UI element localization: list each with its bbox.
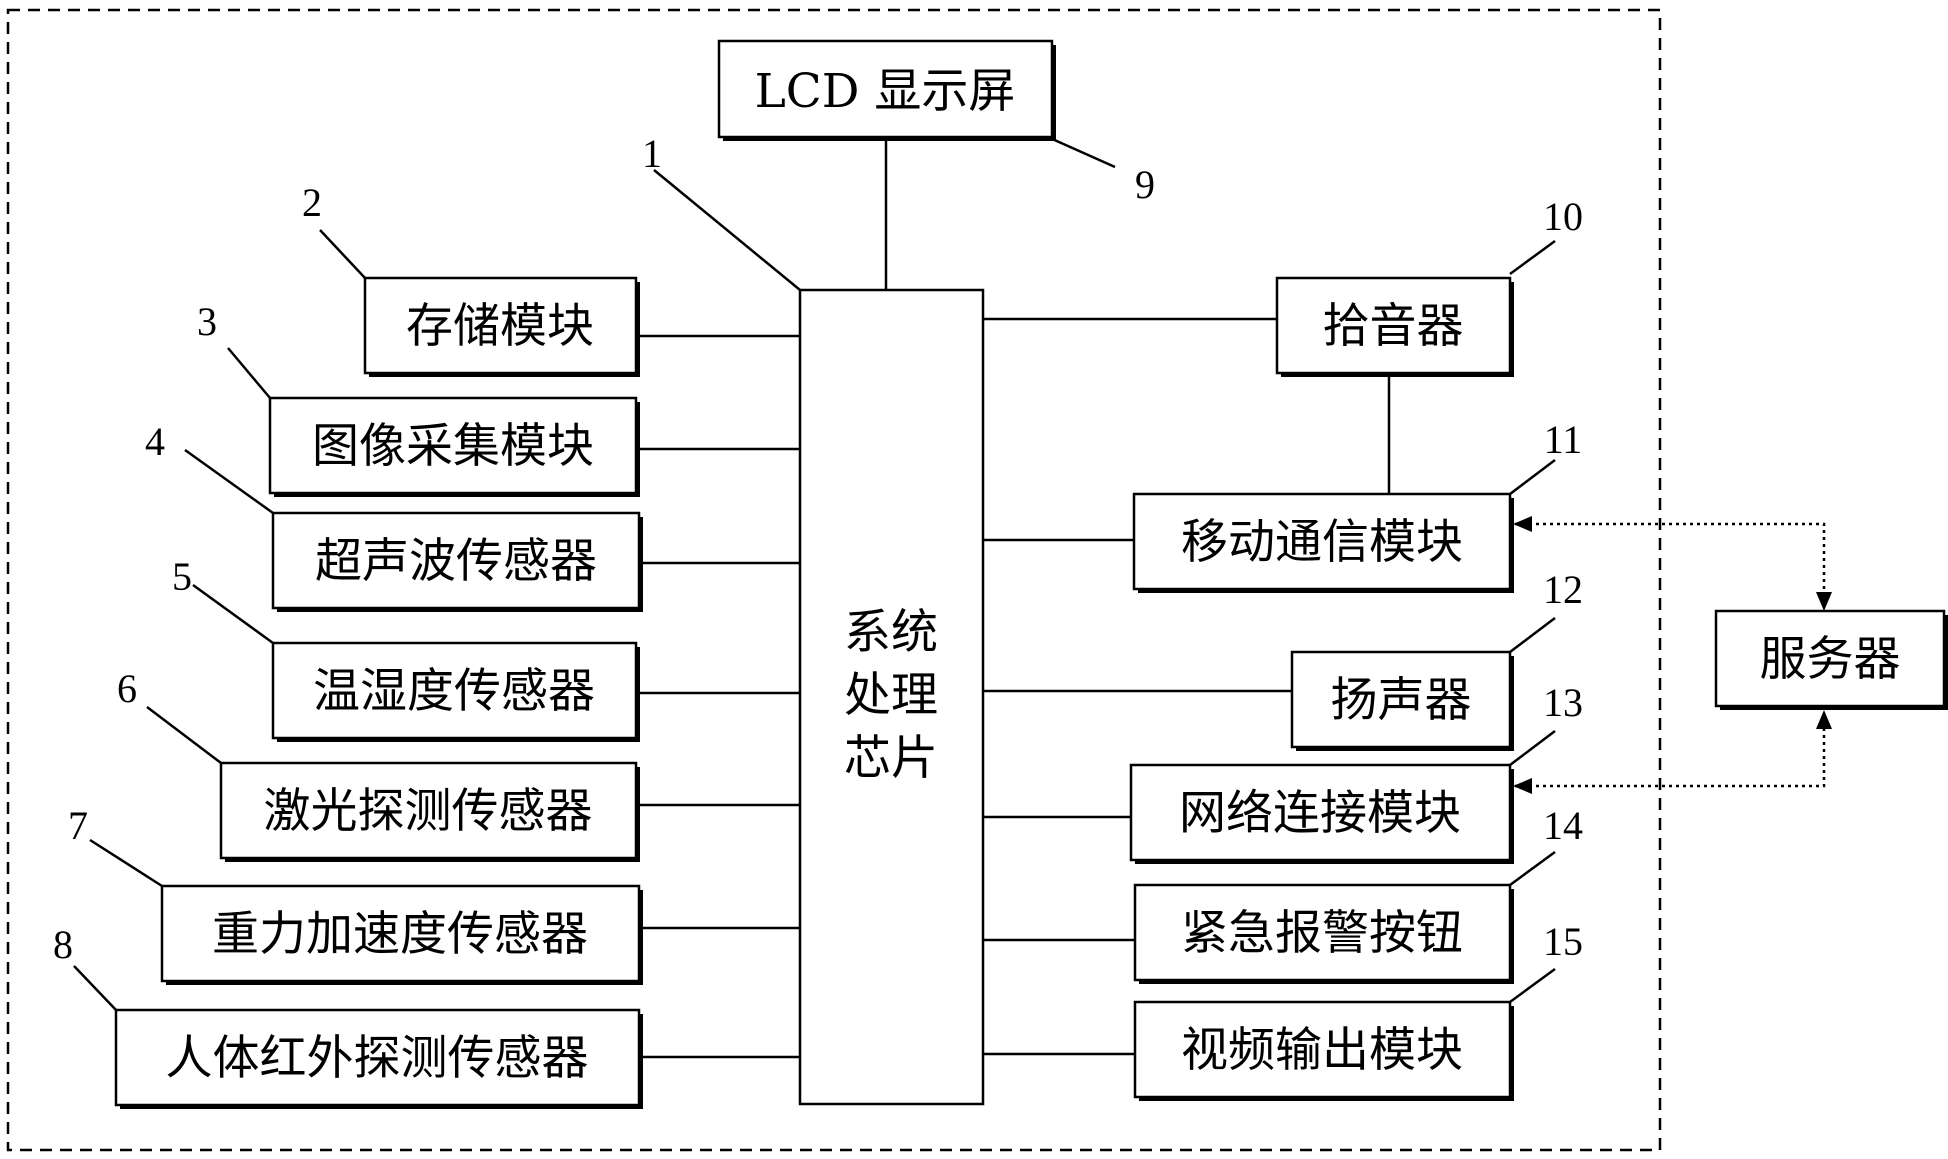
leader-14	[1510, 852, 1555, 885]
infrared-label: 人体红外探测传感器	[166, 1031, 589, 1086]
ref-number-15: 15	[1543, 919, 1583, 964]
chip-label-line2: 处理	[844, 668, 938, 723]
network-module: 网络连接模块	[1131, 765, 1514, 864]
lcd-label: LCD 显示屏	[755, 64, 1016, 119]
leader-2	[320, 230, 365, 278]
ultrasonic-label: 超声波传感器	[315, 534, 597, 589]
leader-4	[185, 450, 273, 513]
leader-13	[1510, 731, 1555, 765]
leader-12	[1510, 618, 1555, 652]
arrow-down-icon	[1816, 592, 1832, 611]
leader-11	[1510, 460, 1555, 494]
mobile-comm-module: 移动通信模块	[1134, 494, 1514, 593]
laser-detection-sensor: 激光探测传感器	[221, 763, 640, 862]
storage-label: 存储模块	[406, 299, 594, 354]
ref-number-2: 2	[302, 180, 322, 225]
ref-number-11: 11	[1544, 417, 1583, 462]
ref-number-13: 13	[1543, 680, 1583, 725]
leader-1	[654, 170, 800, 290]
image-capture-label: 图像采集模块	[312, 419, 594, 474]
chip-label-line1: 系统	[844, 605, 938, 660]
ref-number-4: 4	[145, 419, 165, 464]
leader-15	[1510, 969, 1555, 1002]
leader-7	[90, 840, 162, 886]
server-label: 服务器	[1760, 632, 1901, 687]
speaker-label: 扬声器	[1331, 673, 1472, 728]
arrow-left-icon	[1513, 778, 1532, 794]
leader-8	[74, 966, 116, 1010]
ref-number-9: 9	[1135, 162, 1155, 207]
arrow-up-icon	[1816, 710, 1832, 729]
gravity-accel-label: 重力加速度传感器	[212, 907, 588, 962]
laser-label: 激光探测传感器	[264, 784, 593, 839]
ultrasonic-sensor: 超声波传感器	[273, 513, 643, 612]
ref-number-10: 10	[1543, 194, 1583, 239]
server: 服务器	[1716, 611, 1948, 710]
mobile-comm-label: 移动通信模块	[1181, 515, 1463, 570]
lcd-display: LCD 显示屏	[719, 41, 1056, 141]
system-processing-chip: 系统 处理 芯片	[800, 290, 983, 1104]
video-out-label: 视频输出模块	[1181, 1023, 1463, 1078]
ref-number-5: 5	[172, 554, 192, 599]
leader-6	[147, 707, 221, 763]
link-network-server	[1515, 723, 1824, 786]
arrow-left-icon	[1513, 516, 1532, 532]
image-capture-module: 图像采集模块	[270, 398, 640, 497]
ref-number-7: 7	[68, 803, 88, 848]
storage-module: 存储模块	[365, 278, 640, 377]
ref-number-6: 6	[117, 666, 137, 711]
video-output-module: 视频输出模块	[1135, 1002, 1514, 1101]
sound-pickup: 拾音器	[1277, 278, 1514, 377]
speaker: 扬声器	[1292, 652, 1514, 751]
ref-number-14: 14	[1543, 803, 1583, 848]
pickup-label: 拾音器	[1323, 299, 1464, 354]
emergency-alarm-button: 紧急报警按钮	[1135, 885, 1514, 984]
ref-number-1: 1	[642, 131, 662, 176]
leader-9	[1050, 138, 1115, 167]
infrared-sensor: 人体红外探测传感器	[116, 1010, 643, 1109]
emergency-label: 紧急报警按钮	[1181, 906, 1463, 961]
leader-5	[193, 585, 273, 643]
leader-3	[228, 348, 270, 398]
ref-number-12: 12	[1543, 567, 1583, 612]
ref-number-3: 3	[197, 299, 217, 344]
chip-label-line3: 芯片	[844, 731, 938, 786]
temp-humidity-label: 温湿度传感器	[313, 664, 595, 719]
temp-humidity-sensor: 温湿度传感器	[273, 643, 640, 742]
leader-10	[1510, 241, 1555, 274]
gravity-accel-sensor: 重力加速度传感器	[162, 886, 643, 985]
ref-number-8: 8	[53, 922, 73, 967]
network-label: 网络连接模块	[1179, 786, 1461, 841]
